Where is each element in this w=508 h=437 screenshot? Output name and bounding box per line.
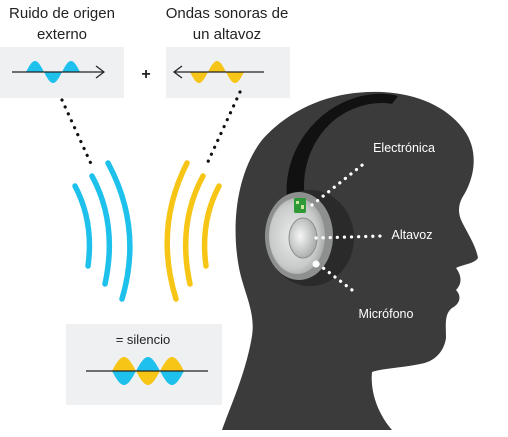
microphone-element [312, 260, 320, 268]
microphone-callout-dots [316, 262, 354, 292]
anti-noise-sound-arcs [164, 160, 222, 302]
noise-sound-arcs [72, 160, 133, 302]
circuit-board [294, 198, 306, 213]
plus-sign: + [141, 66, 150, 83]
microphone-label: Micrófono [359, 307, 414, 321]
speaker-label: Altavoz [392, 228, 433, 242]
noise-wave-panel [0, 47, 124, 98]
external-noise-label-line1: Ruido de origen [9, 5, 115, 22]
arrow-left-icon [173, 65, 183, 79]
electronics-label: Electrónica [373, 141, 435, 155]
electronics-callout-dots [310, 160, 368, 207]
speaker-waves-label-line1: Ondas sonoras de [166, 5, 289, 22]
headphone-icon [265, 93, 398, 286]
noise-connector-dots [60, 98, 94, 168]
arrow-right-icon [95, 65, 105, 79]
silence-label: = silencio [116, 332, 171, 347]
speaker-driver [288, 217, 318, 259]
silence-panel: = silencio [66, 324, 222, 405]
external-noise-label-line2: externo [37, 26, 87, 43]
head-silhouette-icon [222, 91, 478, 430]
anti-noise-wave-panel [166, 47, 290, 98]
anti-noise-connector-dots [204, 90, 242, 168]
speaker-waves-label-line2: un altavoz [193, 26, 261, 43]
